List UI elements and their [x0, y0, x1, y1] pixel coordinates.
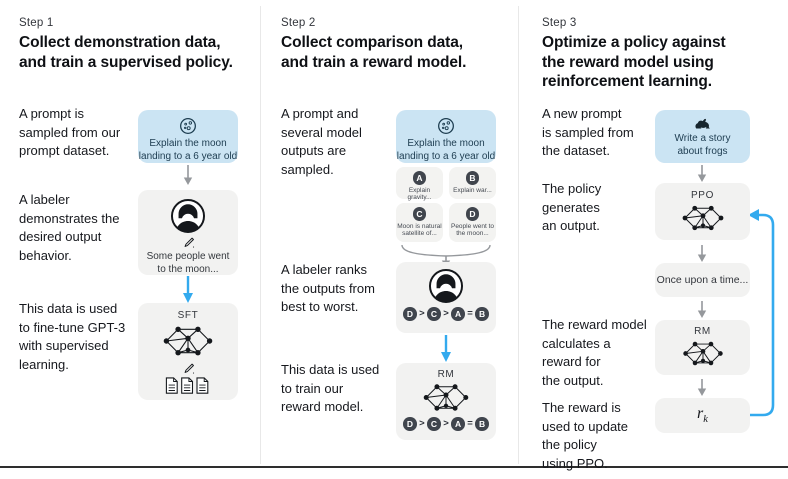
step-3-caption-policy: The policy generates an output. [542, 181, 602, 233]
neural-network-icon [422, 381, 470, 414]
labeler-demo-text: Some people went to the moon... [146, 251, 230, 275]
output-card-d: D People went to the moon... [449, 203, 496, 242]
step-1-label: Step 1 [19, 17, 54, 29]
frog-icon [694, 117, 712, 130]
output-card-b: B Explain war... [449, 167, 496, 199]
policy-output-box: Once upon a time... [655, 263, 750, 297]
rank-badge: D [403, 417, 417, 431]
reward-symbol: rk [697, 405, 708, 426]
arrow-down-icon [696, 165, 708, 182]
step-3-caption-prompt: A new prompt is sampled from the dataset… [542, 106, 634, 158]
rm-label: RM [694, 326, 711, 337]
labeler-avatar-icon [428, 268, 464, 304]
step-1-caption-prompt: A prompt is sampled from our prompt data… [19, 106, 121, 158]
ppo-policy-box: PPO [655, 183, 750, 240]
rm-label: RM [437, 369, 455, 380]
rank-badge: B [475, 307, 489, 321]
output-card-c: C Moon is natural satellite of... [396, 203, 443, 242]
column-divider [518, 6, 519, 464]
prompt-box: Write a story about frogs [655, 110, 750, 163]
rank-badge: C [427, 307, 441, 321]
step-2-caption-prompt: A prompt and several model outputs are s… [281, 106, 362, 177]
rank-separator: > [419, 308, 425, 320]
labeler-avatar-icon [170, 198, 206, 234]
arrow-down-icon [182, 165, 194, 185]
labeler-ranking-box: D > C > A = B [396, 262, 496, 333]
neural-network-icon [162, 323, 214, 359]
option-badge: C [412, 207, 427, 221]
step-1-caption-labeler: A labeler demonstrates the desired outpu… [19, 192, 120, 263]
ranking-row: D > C > A = B [403, 417, 489, 431]
reward-value-box: rk [655, 398, 750, 433]
arrow-down-icon [696, 245, 708, 262]
labeler-box: Some people went to the moon... [138, 190, 238, 275]
step-1-caption-finetune: This data is used to fine-tune GPT-3 wit… [19, 301, 126, 372]
rank-separator: = [467, 418, 473, 430]
moon-icon [436, 116, 456, 136]
pencil-icon [182, 362, 195, 375]
prompt-box: Explain the moon landing to a 6 year old [138, 110, 238, 163]
option-badge: B [465, 171, 480, 185]
step-3-heading: Optimize a policy against the reward mod… [542, 34, 726, 90]
sft-label: SFT [177, 310, 199, 321]
rank-separator: = [467, 308, 473, 320]
prompt-box: Explain the moon landing to a 6 year old [396, 110, 496, 163]
pencil-icon [182, 236, 195, 249]
rank-separator: > [443, 418, 449, 430]
feedback-loop-arrow-icon [645, 198, 785, 428]
rank-badge: D [403, 307, 417, 321]
rank-badge: C [427, 417, 441, 431]
output-card-a: A Explain gravity... [396, 167, 443, 202]
option-badge: D [465, 207, 480, 221]
prompt-text: Explain the moon landing to a 6 year old [396, 138, 496, 162]
neural-network-icon [682, 339, 724, 368]
rm-model-box: RM [655, 320, 750, 375]
option-badge: A [412, 171, 427, 185]
rank-separator: > [443, 308, 449, 320]
rank-separator: > [419, 418, 425, 430]
sft-model-box: SFT [138, 303, 238, 400]
option-text: People went to the moon... [450, 222, 494, 238]
rank-badge: A [451, 417, 465, 431]
bottom-border [0, 466, 788, 468]
neural-network-icon [681, 203, 725, 233]
documents-icon [165, 377, 211, 395]
prompt-text: Explain the moon landing to a 6 year old [138, 138, 238, 162]
step-2-caption-train: This data is used to train our reward mo… [281, 362, 380, 414]
rank-badge: B [475, 417, 489, 431]
policy-output-text: Once upon a time... [656, 274, 749, 286]
step-2-caption-rank: A labeler ranks the outputs from best to… [281, 262, 375, 314]
moon-icon [178, 116, 198, 136]
arrow-down-icon [696, 379, 708, 396]
column-divider [260, 6, 261, 464]
prompt-text: Write a story about frogs [674, 133, 731, 157]
step-3-caption-reward: The reward model calculates a reward for… [542, 317, 647, 388]
step-1-heading: Collect demonstration data, and train a … [19, 34, 233, 71]
ranking-row: D > C > A = B [403, 307, 489, 321]
rm-model-box: RM D > C > A = B [396, 363, 496, 440]
rank-badge: A [451, 307, 465, 321]
step-3-caption-update: The reward is used to update the policy … [542, 400, 629, 471]
arrow-down-blue-icon [182, 276, 194, 303]
step-2-label: Step 2 [281, 17, 316, 29]
arrow-down-blue-icon [440, 335, 452, 362]
step-3-label: Step 3 [542, 17, 577, 29]
step-2-heading: Collect comparison data, and train a rew… [281, 34, 467, 71]
option-text: Moon is natural satellite of... [397, 222, 442, 238]
ppo-label: PPO [691, 190, 714, 201]
option-text: Explain gravity... [407, 186, 432, 202]
arrow-down-icon [696, 301, 708, 318]
option-text: Explain war... [453, 186, 492, 194]
